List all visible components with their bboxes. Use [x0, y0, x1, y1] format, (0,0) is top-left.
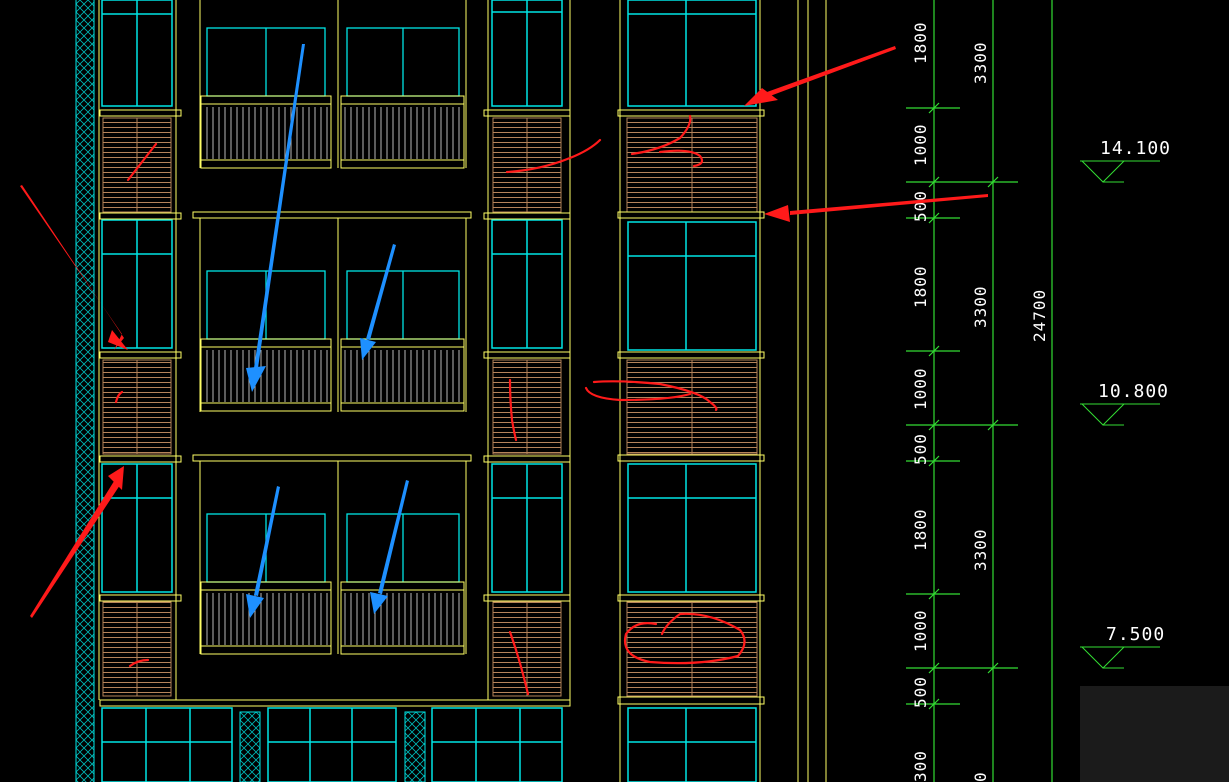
railing-b3 — [200, 581, 465, 655]
dim-inner-5: 500 — [911, 433, 930, 465]
railing-b2 — [200, 338, 465, 412]
red-arrow-4-head — [764, 205, 790, 222]
window-a3 — [101, 463, 173, 593]
dim-inner-9: 300 — [911, 750, 930, 782]
dim-tick — [928, 176, 940, 188]
dim-tick — [987, 662, 999, 674]
railing-b1 — [200, 95, 465, 169]
dim-tick — [928, 588, 940, 600]
dimension-lines — [906, 0, 1053, 782]
dim-inner-3: 1800 — [911, 265, 930, 308]
red-scribbles — [114, 114, 746, 696]
blue-arrows — [246, 44, 409, 618]
dim-inner-8: 500 — [911, 676, 930, 708]
left-edge-column — [75, 0, 95, 782]
dim-inner-4: 1000 — [911, 367, 930, 410]
red-arrows — [20, 46, 988, 618]
dim-tick — [928, 102, 940, 114]
level-marker-1: 14.100 — [1080, 138, 1171, 183]
red-arrow-2 — [30, 478, 122, 618]
window-a1 — [101, 0, 173, 107]
dim-tick — [928, 662, 940, 674]
blue-arrow-1 — [254, 44, 305, 368]
level-label-1: 14.100 — [1100, 138, 1171, 159]
dim-inner-6: 1800 — [911, 508, 930, 551]
column-b-balconies — [192, 0, 472, 655]
column-c — [483, 0, 571, 700]
facade-edge-lines — [797, 0, 827, 782]
dim-tick — [987, 176, 999, 188]
dim-floor-0: 3300 — [971, 41, 990, 84]
dim-floor-3: 0 — [971, 771, 990, 782]
dim-inner-1: 1000 — [911, 123, 930, 166]
blue-arrow-4 — [378, 480, 409, 594]
red-arrow-3-head — [744, 88, 778, 106]
dim-inner-2: 500 — [911, 190, 930, 222]
ground-floor — [99, 699, 571, 782]
dimension-texts: 1800 1000 500 1800 1000 500 1800 1000 50… — [911, 21, 1049, 782]
level-marker-3: 7.500 — [1080, 624, 1165, 669]
dim-inner-7: 1000 — [911, 609, 930, 652]
red-arrow-3 — [767, 46, 896, 96]
dim-floor-1: 3300 — [971, 285, 990, 328]
dim-tick — [928, 419, 940, 431]
dim-total: 24700 — [1030, 289, 1049, 342]
blue-arrow-3 — [254, 486, 280, 596]
red-arrow-4 — [790, 194, 988, 215]
red-arrow-1-head — [108, 330, 128, 350]
level-marker-2: 10.800 — [1080, 381, 1169, 426]
level-label-2: 10.800 — [1098, 381, 1169, 402]
column-a — [98, 0, 182, 700]
background-panel — [1080, 686, 1229, 782]
blue-arrow-2 — [366, 244, 396, 340]
dim-floor-2: 3300 — [971, 528, 990, 571]
dim-tick — [928, 345, 940, 357]
red-arrow-2-head — [108, 466, 124, 490]
dim-inner-0: 1800 — [911, 21, 930, 64]
dim-tick — [928, 698, 940, 710]
dim-tick — [928, 455, 940, 467]
window-a2 — [101, 219, 173, 349]
column-d — [617, 0, 765, 782]
dim-tick — [928, 212, 940, 224]
level-label-3: 7.500 — [1106, 624, 1165, 645]
dim-tick — [987, 419, 999, 431]
